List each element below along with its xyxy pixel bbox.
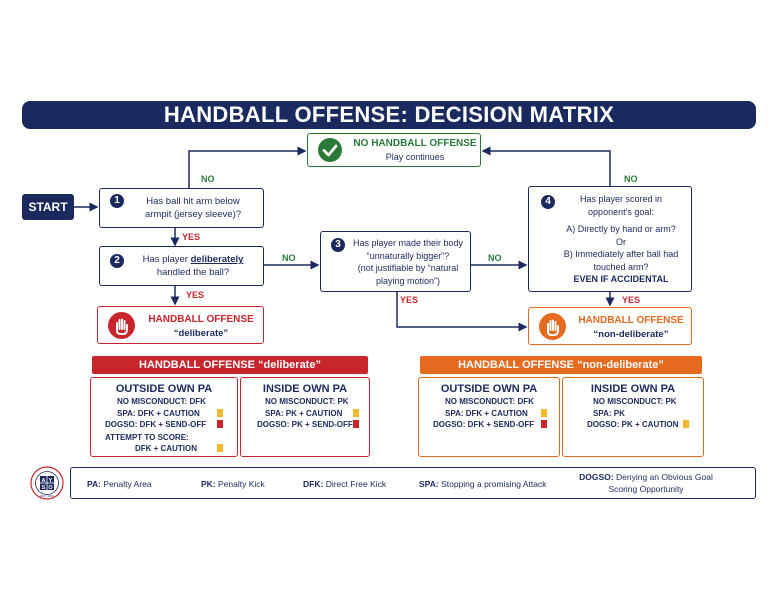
- svg-text:A: A: [42, 478, 46, 484]
- deliberate-outside-row-5: DFK + CAUTION: [135, 444, 235, 453]
- no-handball-offense-box: NO HANDBALL OFFENSE Play continues: [307, 133, 481, 167]
- legend-spa: SPA: Stopping a promising Attack: [419, 479, 547, 489]
- non-deliberate-section-header: HANDBALL OFFENSE “non-deliberate”: [420, 356, 702, 374]
- check-icon: [318, 138, 342, 162]
- non-deliberate-outside-row-2: SPA: DFK + CAUTION: [445, 409, 557, 418]
- question-4-text: Has player scored in opponent’s goal: A)…: [563, 194, 679, 284]
- step-number-3: 3: [331, 238, 345, 252]
- stop-hand-icon: [108, 312, 135, 339]
- legend-pk: PK: Penalty Kick: [201, 479, 265, 489]
- svg-text:Y: Y: [49, 478, 53, 484]
- red-card-icon: [541, 420, 547, 428]
- result-deliberate-title: HANDBALL OFFENSE: [148, 314, 254, 325]
- deliberate-inside-row-1: NO MISCONDUCT: PK: [265, 397, 349, 406]
- red-card-icon: [217, 420, 223, 428]
- yellow-card-icon: [541, 409, 547, 417]
- yellow-card-icon: [217, 444, 223, 452]
- non-deliberate-inside-title: INSIDE OWN PA: [590, 383, 676, 395]
- non-deliberate-outside-row-1: NO MISCONDUCT: DFK: [445, 397, 534, 406]
- deliberate-section-header: HANDBALL OFFENSE “deliberate”: [92, 356, 368, 374]
- question-2-text: Has player deliberately handled the ball…: [142, 254, 244, 278]
- q3-no-label: NO: [488, 253, 502, 263]
- q1-no-label: NO: [201, 174, 215, 184]
- deliberate-inside-row-2: SPA: PK + CAUTION: [265, 409, 369, 418]
- q1-yes-label: YES: [182, 232, 201, 242]
- deliberate-outside-row-1: NO MISCONDUCT: DFK: [117, 397, 206, 406]
- q4-yes-label: YES: [622, 295, 641, 305]
- yellow-card-icon: [683, 420, 689, 428]
- non-deliberate-inside-row-3: DOGSO: PK + CAUTION: [587, 420, 701, 429]
- deliberate-inside-pa-box: INSIDE OWN PA NO MISCONDUCT: PK SPA: PK …: [240, 377, 370, 457]
- no-offense-title: NO HANDBALL OFFENSE: [353, 138, 477, 149]
- result-non-deliberate-box: HANDBALL OFFENSE “non-deliberate”: [528, 307, 692, 345]
- non-deliberate-outside-title: OUTSIDE OWN PA: [440, 383, 538, 395]
- question-4-box: 4 Has player scored in opponent’s goal: …: [528, 186, 692, 292]
- non-deliberate-inside-row-1: NO MISCONDUCT: PK: [593, 397, 677, 406]
- q4-no-label: NO: [624, 174, 638, 184]
- step-number-4: 4: [541, 195, 555, 209]
- deliberate-outside-row-4: ATTEMPT TO SCORE:: [105, 433, 189, 442]
- no-offense-subtitle: Play continues: [385, 152, 445, 162]
- question-2-box: 2 Has player deliberately handled the ba…: [99, 246, 264, 286]
- start-node: START: [22, 194, 74, 220]
- svg-text:S: S: [42, 485, 46, 491]
- q3-yes-label: YES: [400, 295, 419, 305]
- deliberate-outside-pa-box: OUTSIDE OWN PA NO MISCONDUCT: DFK SPA: D…: [90, 377, 238, 457]
- legend-dogso: DOGSO: Denying an Obvious Goal Scoring O…: [579, 472, 713, 494]
- result-deliberate-box: HANDBALL OFFENSE “deliberate”: [97, 306, 264, 344]
- non-deliberate-inside-pa-box: INSIDE OWN PA NO MISCONDUCT: PK SPA: PK …: [562, 377, 704, 457]
- question-3-box: 3 Has player made their body “unnaturall…: [320, 231, 471, 292]
- result-non-deliberate-title: HANDBALL OFFENSE: [578, 315, 684, 326]
- q2-no-label: NO: [282, 253, 296, 263]
- deliberate-inside-title: INSIDE OWN PA: [262, 383, 348, 395]
- q2-yes-label: YES: [186, 290, 205, 300]
- deliberate-inside-row-3: DOGSO: PK + SEND-OFF: [257, 420, 369, 429]
- step-number-1: 1: [110, 194, 124, 208]
- yellow-card-icon: [353, 409, 359, 417]
- svg-text:O: O: [48, 485, 53, 491]
- stop-hand-icon: [539, 313, 566, 340]
- legend-box: PA: Penalty Area PK: Penalty Kick DFK: D…: [70, 467, 756, 499]
- ayso-logo: A Y S O EST. 1964: [30, 466, 64, 500]
- red-card-icon: [353, 420, 359, 428]
- page-title: HANDBALL OFFENSE: DECISION MATRIX: [22, 101, 756, 129]
- question-3-text: Has player made their body “unnaturally …: [352, 238, 464, 286]
- deliberate-outside-title: OUTSIDE OWN PA: [115, 383, 213, 395]
- yellow-card-icon: [217, 409, 223, 417]
- step-number-2: 2: [110, 254, 124, 268]
- legend-pa: PA: Penalty Area: [87, 479, 152, 489]
- non-deliberate-outside-row-3: DOGSO: DFK + SEND-OFF: [433, 420, 557, 429]
- deliberate-outside-row-2: SPA: DFK + CAUTION: [117, 409, 235, 418]
- deliberate-outside-row-3: DOGSO: DFK + SEND-OFF: [105, 420, 235, 429]
- result-non-deliberate-sub: “non-deliberate”: [593, 329, 669, 340]
- legend-dfk: DFK: Direct Free Kick: [303, 479, 387, 489]
- non-deliberate-inside-row-2: SPA: PK: [593, 409, 625, 418]
- non-deliberate-outside-pa-box: OUTSIDE OWN PA NO MISCONDUCT: DFK SPA: D…: [418, 377, 560, 457]
- svg-text:EST. 1964: EST. 1964: [40, 494, 54, 498]
- result-deliberate-sub: “deliberate”: [173, 328, 229, 339]
